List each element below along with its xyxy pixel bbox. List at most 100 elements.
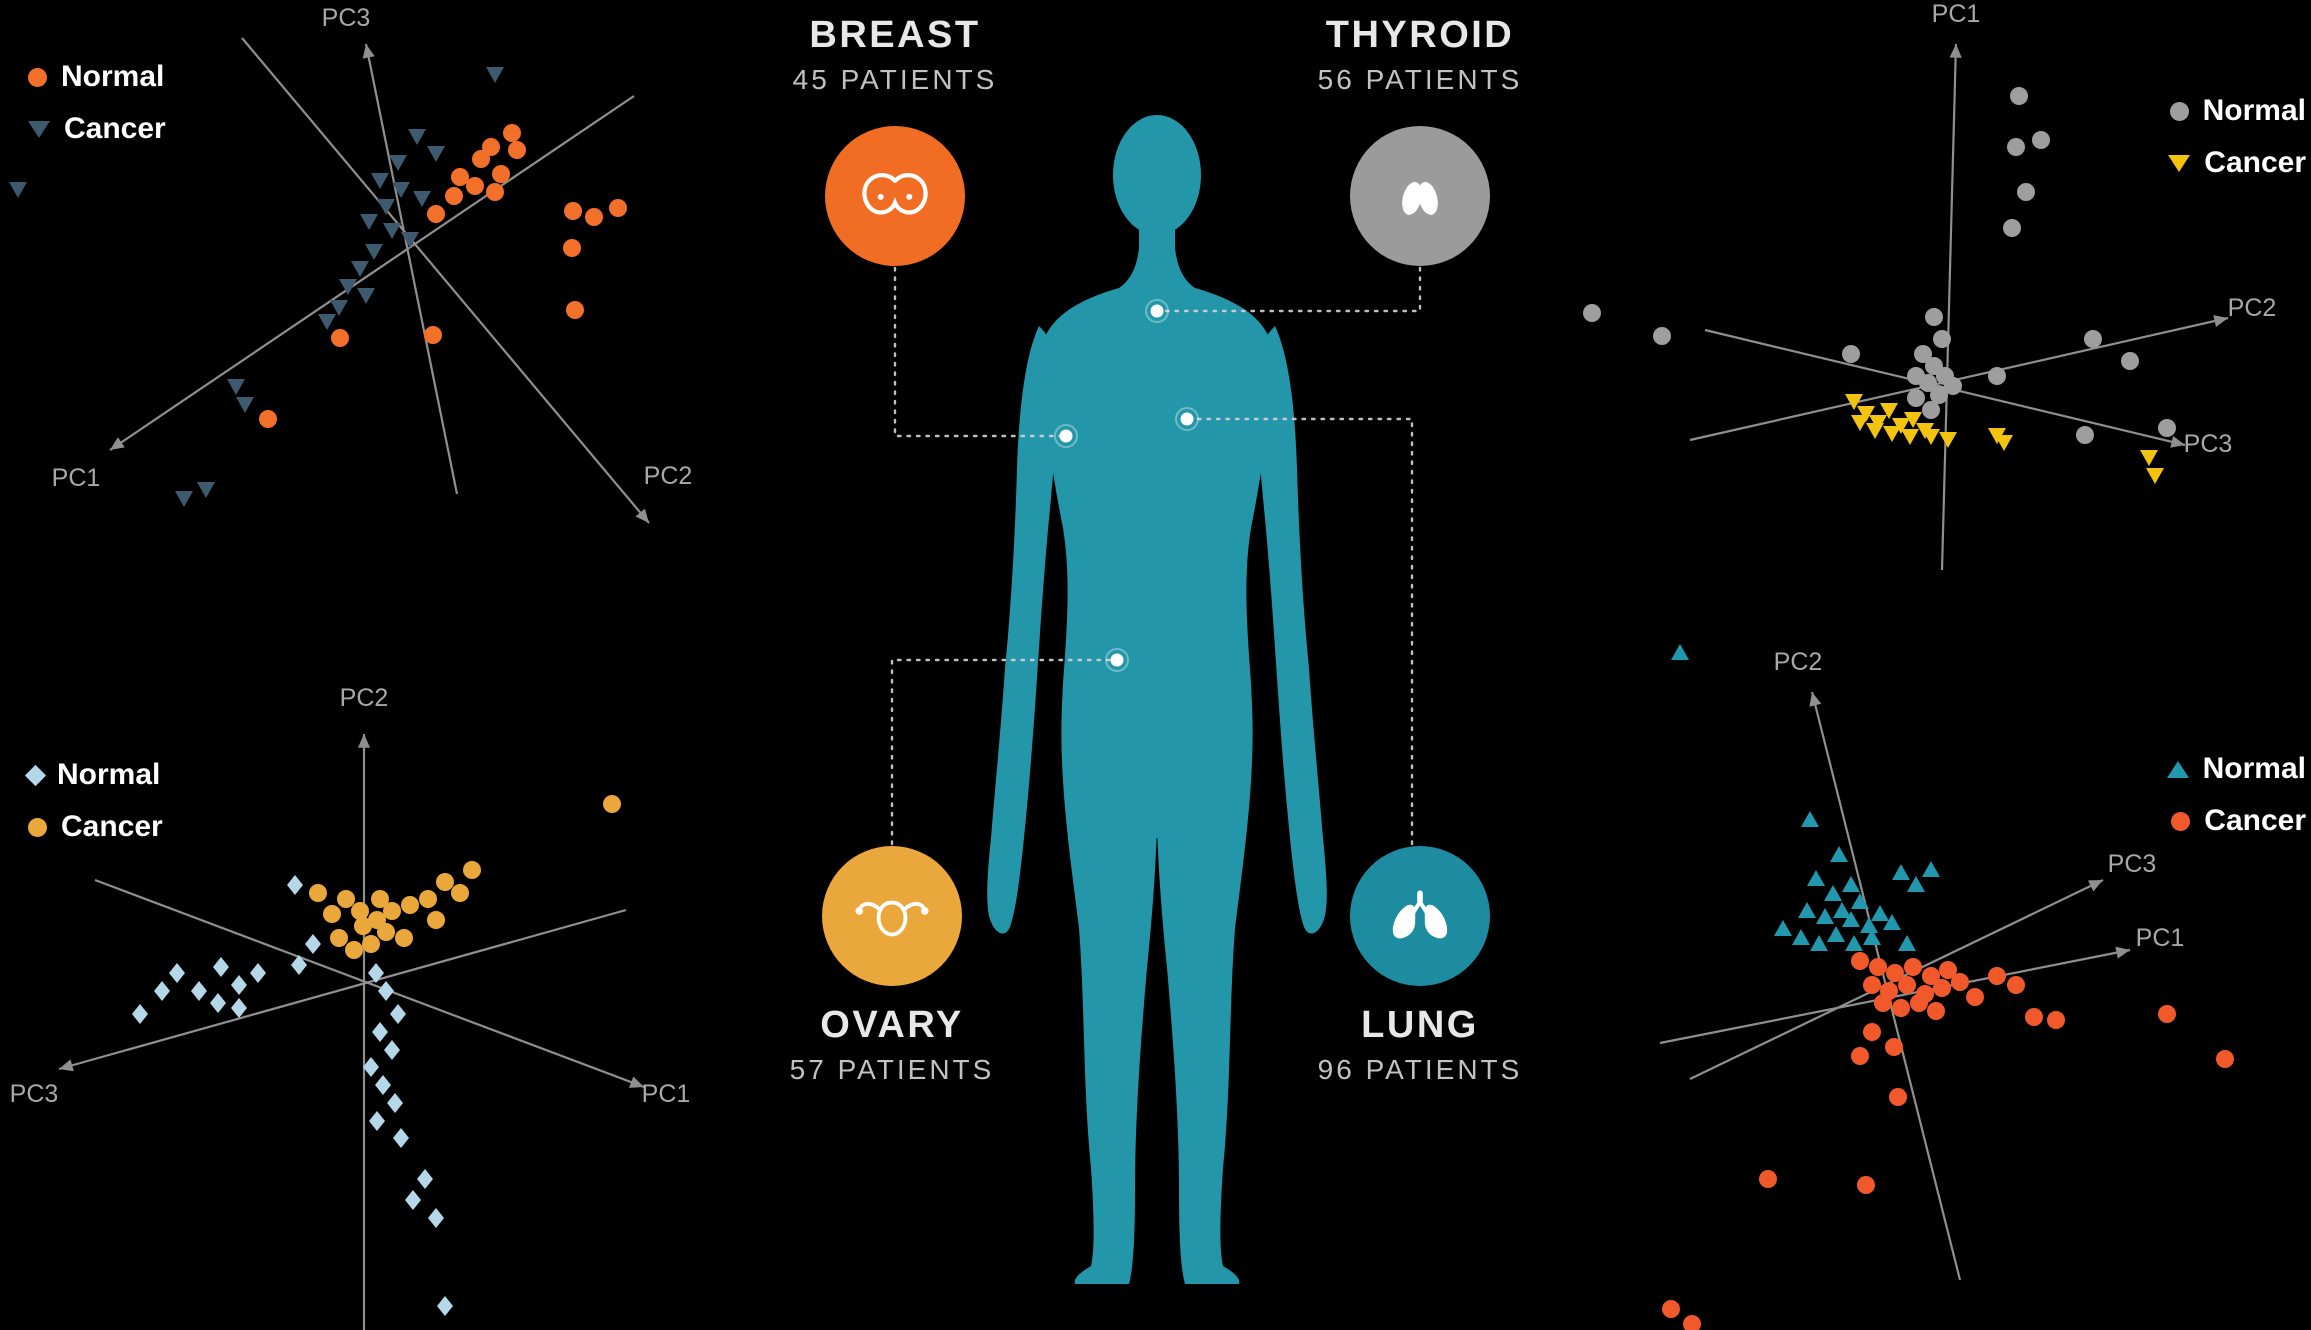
data-point-cancer (1889, 1088, 1907, 1106)
data-point-normal (1792, 929, 1810, 945)
thyroid-circle (1350, 126, 1490, 266)
ovary-title: OVARY (820, 1004, 964, 1046)
data-point-normal (210, 993, 226, 1013)
axis-label-pc1: PC1 (52, 464, 101, 492)
data-point-cancer (351, 261, 369, 277)
body-right-leg (1157, 688, 1253, 1284)
legend-item-normal: Normal (28, 60, 166, 94)
data-point-cancer (1892, 999, 1910, 1017)
data-point-normal (2121, 352, 2139, 370)
data-point-normal (2032, 131, 2050, 149)
data-point-cancer (1901, 429, 1919, 445)
breast-icon (862, 173, 928, 215)
data-point-cancer (371, 890, 389, 908)
data-point-normal (331, 329, 349, 347)
data-point-cancer (362, 935, 380, 953)
data-point-cancer (1966, 988, 1984, 1006)
data-point-normal (1925, 308, 1943, 326)
data-point-cancer (1662, 1300, 1680, 1318)
data-point-normal (368, 963, 384, 983)
axis-arrowhead (2088, 880, 2103, 892)
data-point-normal (2007, 138, 2025, 156)
data-point-normal (1933, 330, 1951, 348)
data-point-cancer (1880, 403, 1898, 419)
data-point-normal (1810, 935, 1828, 951)
data-point-normal (437, 1296, 453, 1316)
data-point-cancer (1939, 432, 1957, 448)
data-point-normal (2003, 219, 2021, 237)
legend-label-cancer: Cancer (2204, 146, 2306, 179)
data-point-cancer (2025, 1008, 2043, 1026)
data-point-cancer (323, 905, 341, 923)
data-point-cancer (1851, 952, 1869, 970)
cancer-marker-icon (28, 817, 47, 837)
legend-breast-plot: Normal Cancer (28, 60, 166, 146)
ovary-circle (822, 846, 962, 986)
data-point-cancer (463, 861, 481, 879)
data-point-cancer (1885, 1038, 1903, 1056)
data-point-normal (2084, 330, 2102, 348)
legend-label-normal: Normal (2202, 94, 2306, 127)
legend-item-normal: Normal (2166, 752, 2306, 786)
data-point-normal (1863, 929, 1881, 945)
legend-label-cancer: Cancer (61, 810, 163, 843)
data-point-normal (291, 955, 307, 975)
lungs-icon (1392, 890, 1448, 939)
data-point-cancer (383, 223, 401, 239)
normal-marker-icon (28, 67, 47, 87)
thyroid-title: THYROID (1325, 14, 1515, 56)
data-point-normal (428, 1208, 444, 1228)
data-point-cancer (1898, 976, 1916, 994)
axis-label-pc1: PC1 (642, 1080, 691, 1108)
axis-line-pc2 (1689, 316, 2229, 442)
data-point-cancer (1845, 394, 1863, 410)
data-point-normal (250, 963, 266, 983)
data-point-cancer (1759, 1170, 1777, 1188)
body-left-leg (1061, 688, 1157, 1284)
data-point-cancer (1874, 994, 1892, 1012)
data-point-normal (1907, 389, 1925, 407)
data-point-normal (1892, 864, 1910, 880)
ovary-label: OVARY 57 PATIENTS (752, 1004, 1032, 1086)
lung-circle (1350, 846, 1490, 986)
data-point-normal (1930, 386, 1948, 404)
data-point-cancer (395, 929, 413, 947)
data-point-cancer (392, 182, 410, 198)
data-point-cancer (383, 902, 401, 920)
data-point-cancer (1904, 412, 1922, 428)
data-point-cancer (1863, 1023, 1881, 1041)
axis-line-pc3 (58, 908, 627, 1071)
data-point-cancer (354, 917, 372, 935)
legend-label-normal: Normal (57, 758, 161, 791)
data-point-cancer (330, 929, 348, 947)
data-point-normal (390, 1004, 406, 1024)
data-point-cancer (1869, 958, 1887, 976)
data-point-normal (1833, 902, 1851, 918)
thyroid-icon (1402, 181, 1438, 215)
data-point-normal (1842, 911, 1860, 927)
data-point-normal (387, 1093, 403, 1113)
legend-label-cancer: Cancer (64, 112, 166, 145)
data-point-cancer (1683, 1315, 1701, 1330)
data-point-normal (384, 1040, 400, 1060)
data-point-cancer (227, 379, 245, 395)
breast-patient-count: 45 PATIENTS (792, 64, 998, 95)
data-point-cancer (1857, 1176, 1875, 1194)
legend-item-normal: Normal (24, 758, 163, 792)
legend-thyroid-plot: Normal Cancer (2168, 94, 2306, 180)
lung-patient-count: 96 PATIENTS (1317, 1054, 1523, 1085)
data-point-cancer (419, 890, 437, 908)
data-point-normal (472, 150, 490, 168)
data-point-cancer (365, 244, 383, 260)
data-point-cancer (1922, 967, 1940, 985)
data-point-cancer (357, 288, 375, 304)
axis-arrowhead (59, 1059, 74, 1072)
data-point-cancer (2007, 976, 2025, 994)
data-point-normal (492, 165, 510, 183)
data-point-cancer (9, 182, 27, 198)
data-point-normal (1907, 367, 1925, 385)
data-point-cancer (408, 129, 426, 145)
data-point-normal (305, 934, 321, 954)
data-point-cancer (337, 890, 355, 908)
